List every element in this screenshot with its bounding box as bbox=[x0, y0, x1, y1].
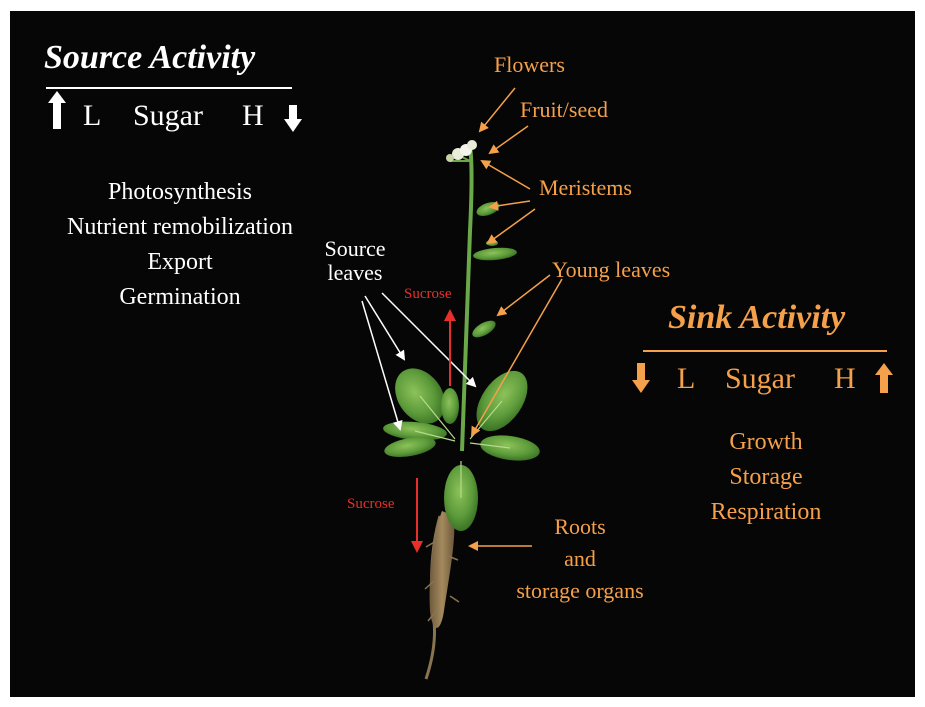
root-system bbox=[425, 511, 459, 679]
source-process-list: Photosynthesis Nutrient remobilization E… bbox=[30, 175, 330, 315]
source-process-item: Photosynthesis bbox=[30, 175, 330, 210]
source-process-item: Export bbox=[30, 245, 330, 280]
sink-sugar-scale: L Sugar H bbox=[620, 364, 900, 396]
source-scale-low: L bbox=[83, 101, 101, 131]
source-title: Source Activity bbox=[44, 41, 255, 75]
label-roots-line: Roots bbox=[490, 511, 670, 543]
sink-process-item: Growth bbox=[666, 425, 866, 460]
source-scale-high: H bbox=[242, 101, 264, 131]
cauline-leaves bbox=[470, 199, 518, 340]
source-process-item: Nutrient remobilization bbox=[30, 210, 330, 245]
label-roots: Roots and storage organs bbox=[490, 511, 670, 607]
sink-scale-low: L bbox=[677, 364, 695, 394]
sink-scale-high: H bbox=[834, 364, 856, 394]
label-flowers: Flowers bbox=[494, 54, 565, 76]
label-sucrose-down: Sucrose bbox=[347, 497, 395, 512]
label-roots-line: storage organs bbox=[490, 575, 670, 607]
label-meristems: Meristems bbox=[539, 177, 632, 199]
source-process-item: Germination bbox=[30, 280, 330, 315]
figure-panel: Source Activity L Sugar H Photosynthesis… bbox=[10, 11, 915, 697]
label-sucrose-up: Sucrose bbox=[404, 287, 452, 302]
sink-process-list: Growth Storage Respiration bbox=[666, 425, 866, 530]
label-fruit-seed: Fruit/seed bbox=[520, 99, 608, 121]
stem bbox=[462, 146, 472, 451]
label-young-leaves: Young leaves bbox=[552, 259, 670, 281]
sink-process-item: Respiration bbox=[666, 495, 866, 530]
source-scale-label: Sugar bbox=[133, 101, 203, 131]
sink-label-arrows bbox=[470, 88, 562, 546]
sink-scale-label: Sugar bbox=[725, 364, 795, 394]
label-source-leaves: Source leaves bbox=[315, 233, 395, 289]
label-roots-line: and bbox=[490, 543, 670, 575]
sink-process-item: Storage bbox=[666, 460, 866, 495]
sink-title: Sink Activity bbox=[668, 301, 845, 335]
source-divider bbox=[46, 87, 292, 89]
source-sugar-scale: L Sugar H bbox=[10, 101, 330, 133]
sink-divider bbox=[643, 350, 887, 352]
